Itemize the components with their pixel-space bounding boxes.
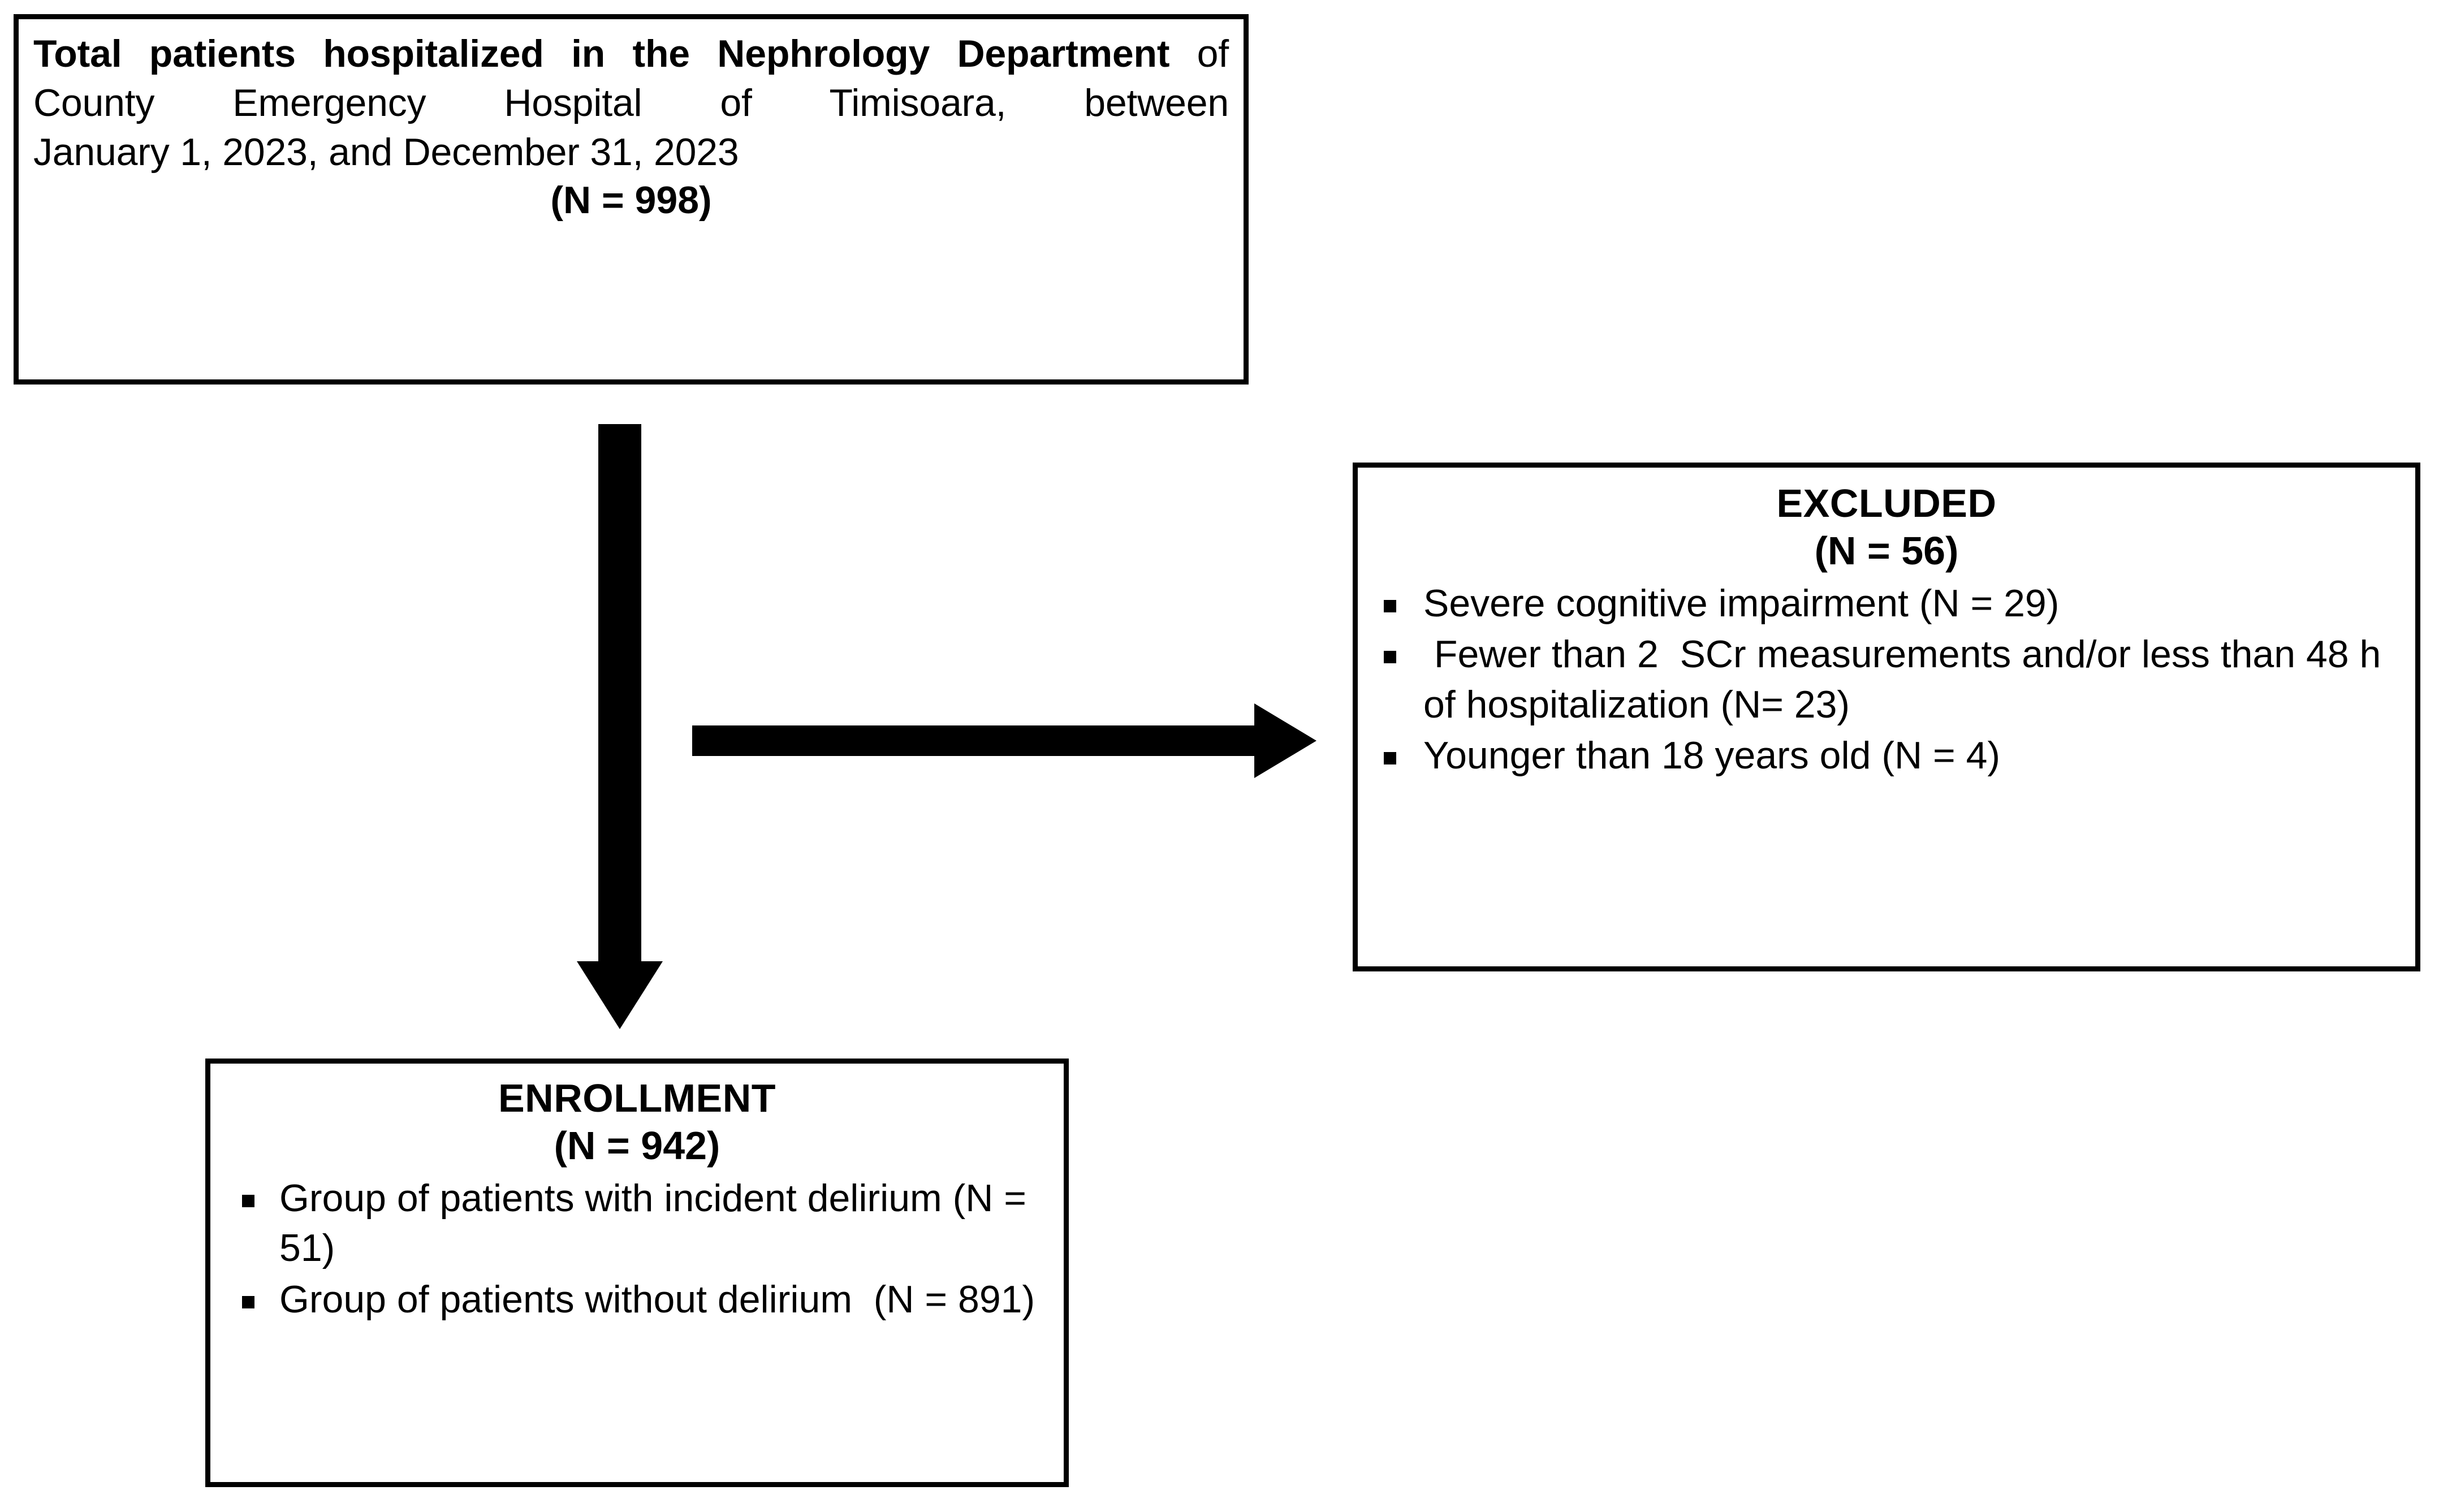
arrow-right-head-icon <box>1254 703 1316 778</box>
total-patients-line3: Emergency Hospital of Timisoara, between <box>232 81 1229 125</box>
excluded-title: EXCLUDED <box>1776 481 1997 525</box>
enrollment-title: ENROLLMENT <box>498 1076 776 1120</box>
total-patients-line4: January 1, 2023, and December 31, 2023 <box>33 131 739 174</box>
enrollment-count: (N = 942) <box>554 1123 720 1168</box>
total-patients-line1: Total patients hospitalized in the <box>33 32 690 75</box>
list-item: Group of patients without delirium (N = … <box>225 1275 1049 1324</box>
list-item: Younger than 18 years old (N = 4) <box>1375 731 2398 780</box>
total-patients-line2-rest: of County <box>33 32 1229 125</box>
excluded-box: EXCLUDED (N = 56) Severe cognitive impai… <box>1353 463 2420 971</box>
excluded-count: (N = 56) <box>1814 528 1959 573</box>
arrow-down-head-icon <box>577 961 663 1029</box>
arrow-right-shaft <box>692 725 1256 756</box>
excluded-bullet-list: Severe cognitive impairment (N = 29) Few… <box>1375 578 2398 781</box>
total-patients-line2-bold: Nephrology Department <box>717 32 1170 75</box>
list-item: Severe cognitive impairment (N = 29) <box>1375 578 2398 628</box>
total-patients-count: (N = 998) <box>550 179 712 222</box>
list-item: Fewer than 2 SCr measurements and/or les… <box>1375 629 2398 729</box>
arrow-down-shaft <box>598 424 641 963</box>
total-patients-box: Total patients hospitalized in the Nephr… <box>14 14 1249 385</box>
total-patients-paragraph: Total patients hospitalized in the Nephr… <box>33 29 1229 177</box>
enrollment-box: ENROLLMENT (N = 942) Group of patients w… <box>205 1059 1069 1487</box>
list-item: Group of patients with incident delirium… <box>225 1173 1049 1273</box>
enrollment-bullet-list: Group of patients with incident delirium… <box>225 1173 1049 1324</box>
